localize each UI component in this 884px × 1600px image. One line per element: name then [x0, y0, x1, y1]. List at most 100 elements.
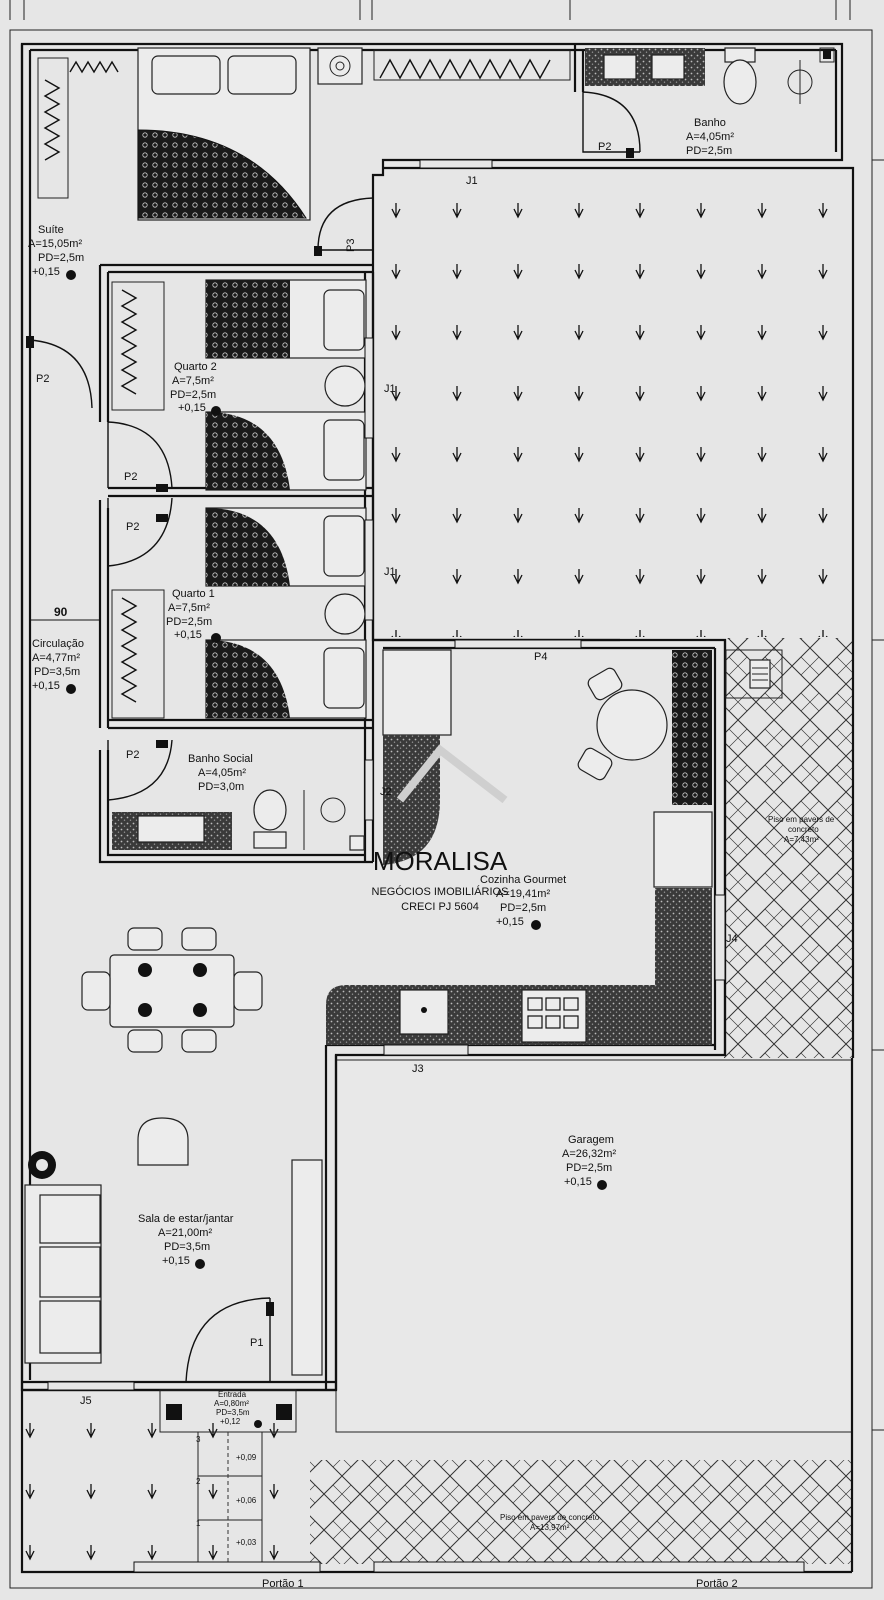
- sala-level: +0,15: [162, 1255, 190, 1267]
- pavers-front-area: [310, 1460, 852, 1564]
- room-label-entrada: Entrada A=0,80m² PD=3,5m +0,12: [214, 1390, 250, 1426]
- watermark-line1: NEGÓCIOS IMOBILIÁRIOS: [372, 885, 509, 898]
- suite-level: +0,15: [32, 266, 60, 278]
- door-label-p4: P4: [534, 651, 547, 663]
- window-label-j2: J2: [380, 786, 392, 798]
- door-labels: P1 P2 P2 P2 P2 P2 P3 P4: [36, 141, 611, 1349]
- sheet-frame: [9, 0, 884, 1589]
- suite-bath-fixtures: [585, 47, 835, 105]
- door-label-p2-banho-social: P2: [126, 749, 139, 761]
- sala-pd: PD=3,5m: [164, 1241, 210, 1253]
- room-label-quarto1: Quarto 1 A=7,5m² PD=2,5m +0,15: [166, 588, 215, 641]
- pavers-side-line1: Piso em pavers de: [768, 815, 835, 824]
- window-label-j3: J3: [412, 1063, 424, 1075]
- quarto1-area: A=7,5m²: [168, 602, 210, 614]
- room-label-sala: Sala de estar/jantar A=21,00m² PD=3,5m +…: [138, 1213, 234, 1267]
- entrada-area: A=0,80m²: [214, 1399, 249, 1408]
- door-label-p2-quarto2: P2: [124, 471, 137, 483]
- entrada-level: +0,12: [220, 1417, 241, 1426]
- cozinha-pd: PD=2,5m: [500, 902, 546, 914]
- suite-pd: PD=2,5m: [38, 252, 84, 264]
- banho-area: A=4,05m²: [686, 131, 734, 143]
- circulacao-area: A=4,77m²: [32, 652, 80, 664]
- stair-level-003: +0,03: [236, 1538, 257, 1547]
- pavers-side-line2: concreto: [788, 825, 819, 834]
- gate-label-portao2: Portão 2: [696, 1578, 738, 1590]
- room-label-banho: Banho A=4,05m² PD=2,5m: [686, 117, 734, 157]
- garden-area-patio: [383, 175, 853, 637]
- room-label-suite: Suíte A=15,05m² PD=2,5m +0,15: [28, 224, 84, 278]
- suite-area: A=15,05m²: [28, 238, 82, 250]
- window-label-j1-quarto2: J1: [384, 383, 396, 395]
- entrada-pd: PD=3,5m: [216, 1408, 250, 1417]
- meter-box-icon: [725, 649, 783, 699]
- quarto1-pd: PD=2,5m: [166, 616, 212, 628]
- quarto1-name: Quarto 1: [172, 588, 215, 600]
- sala-name: Sala de estar/jantar: [138, 1213, 234, 1225]
- gate-label-portao1: Portão 1: [262, 1578, 304, 1590]
- window-label-j1-quarto1: J1: [384, 566, 396, 578]
- quarto2-level: +0,15: [178, 402, 206, 414]
- banho-name: Banho: [694, 117, 726, 129]
- stair-labels: 3 2 1 +0,09 +0,06 +0,03: [196, 1435, 257, 1547]
- garage-floor: [335, 1059, 853, 1433]
- quarto2-name: Quarto 2: [174, 361, 217, 373]
- door-label-p2-banho: P2: [598, 141, 611, 153]
- window-label-j4: J4: [726, 933, 738, 945]
- banho-pd: PD=2,5m: [686, 145, 732, 157]
- circulacao-pd: PD=3,5m: [34, 666, 80, 678]
- pavers-front-line1: Piso em pavers de concreto: [500, 1513, 600, 1522]
- banho-social-name: Banho Social: [188, 753, 253, 765]
- entrance-porch: [159, 1389, 297, 1565]
- window-label-j5: J5: [80, 1395, 92, 1407]
- door-label-p2-quarto1: P2: [126, 521, 139, 533]
- stair-step-1: 1: [196, 1519, 201, 1528]
- level-markers: [66, 270, 607, 1428]
- door-label-p2-suite: P2: [36, 373, 49, 385]
- room-label-garagem: Garagem A=26,32m² PD=2,5m +0,15: [562, 1134, 616, 1188]
- cozinha-name: Cozinha Gourmet: [480, 874, 566, 886]
- cozinha-level: +0,15: [496, 916, 524, 928]
- label-pavers-front: Piso em pavers de concreto A=13,97m²: [500, 1513, 600, 1532]
- pavers-side-area: [724, 638, 852, 1058]
- windows: [47, 159, 805, 1573]
- stair-level-006: +0,06: [236, 1496, 257, 1505]
- circulacao-name: Circulação: [32, 638, 84, 650]
- watermark-line2: CRECI PJ 5604: [401, 901, 479, 913]
- sala-area: A=21,00m²: [158, 1227, 212, 1239]
- social-bath-fixtures: [112, 789, 365, 851]
- garagem-pd: PD=2,5m: [566, 1162, 612, 1174]
- garagem-area: A=26,32m²: [562, 1148, 616, 1160]
- stair-step-2: 2: [196, 1477, 201, 1486]
- banho-social-pd: PD=3,0m: [198, 781, 244, 793]
- room-label-cozinha: Cozinha Gourmet A=19,41m² PD=2,5m +0,15: [480, 874, 566, 928]
- watermark-brand: MORALISA: [373, 846, 508, 876]
- door-label-p3: P3: [345, 239, 357, 252]
- room-label-circulacao: Circulação A=4,77m² PD=3,5m +0,15: [32, 638, 84, 692]
- quarto2-area: A=7,5m²: [172, 375, 214, 387]
- quarto2-furniture: [111, 279, 367, 491]
- quarto1-level: +0,15: [174, 629, 202, 641]
- kitchen-fixtures: [326, 649, 713, 1045]
- quarto1-furniture: [111, 507, 367, 719]
- suite-name: Suíte: [38, 224, 64, 236]
- entrada-name: Entrada: [218, 1390, 247, 1399]
- label-pavers-side: Piso em pavers de concreto A=7,43m²: [768, 815, 835, 844]
- garagem-level: +0,15: [564, 1176, 592, 1188]
- cozinha-area: A=19,41m²: [496, 888, 550, 900]
- stair-level-009: +0,09: [236, 1453, 257, 1462]
- pavers-side-area-value: A=7,43m²: [784, 835, 819, 844]
- suite-furniture: [37, 47, 571, 221]
- banho-social-area: A=4,05m²: [198, 767, 246, 779]
- circulacao-level: +0,15: [32, 680, 60, 692]
- window-label-j1-top: J1: [466, 175, 478, 187]
- pavers-front-area-value: A=13,97m²: [530, 1523, 570, 1532]
- door-label-p1: P1: [250, 1337, 263, 1349]
- room-label-banho-social: Banho Social A=4,05m² PD=3,0m: [188, 753, 253, 793]
- doors: [26, 91, 641, 1383]
- watermark: MORALISA NEGÓCIOS IMOBILIÁRIOS CRECI PJ …: [372, 744, 509, 913]
- quarto2-pd: PD=2,5m: [170, 389, 216, 401]
- window-labels: J1 J1 J1 J2 J3 J4 J5: [80, 175, 738, 1407]
- living-furniture: [24, 1117, 323, 1376]
